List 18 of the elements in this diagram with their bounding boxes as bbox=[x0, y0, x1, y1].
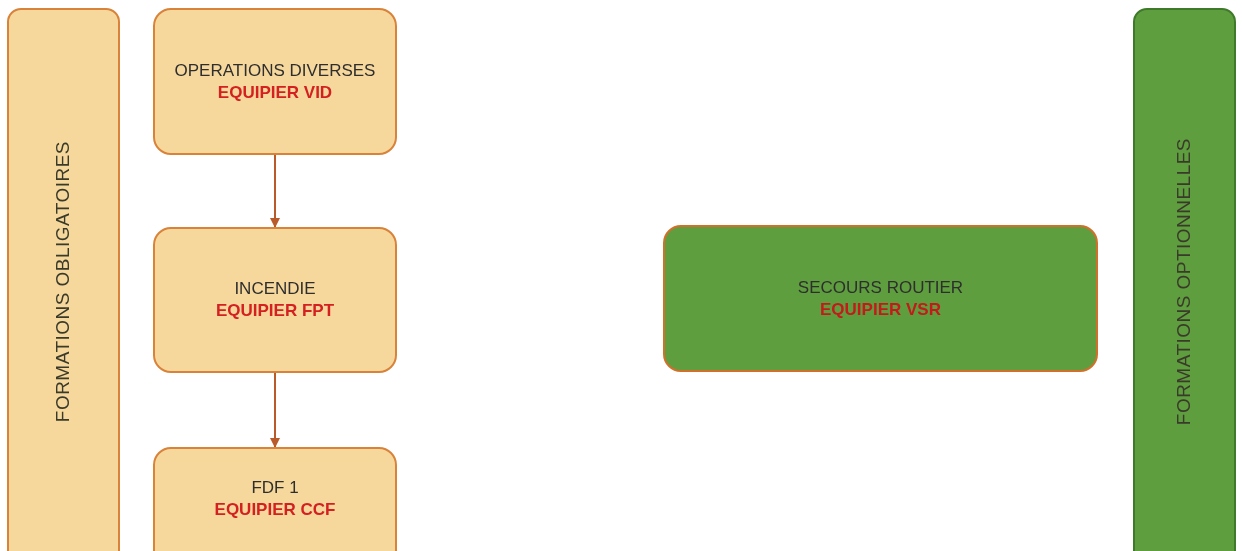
band-label: FORMATIONS OPTIONNELLES bbox=[1172, 137, 1196, 426]
process-box bbox=[153, 447, 397, 551]
box-subtitle: EQUIPIER CCF bbox=[214, 499, 336, 521]
process-box bbox=[153, 8, 397, 155]
arrow bbox=[270, 154, 280, 228]
box-subtitle: EQUIPIER VID bbox=[217, 81, 333, 104]
box-title: FDF 1 bbox=[251, 477, 299, 499]
box-subtitle: EQUIPIER FPT bbox=[215, 300, 335, 322]
vertical-band bbox=[7, 8, 120, 551]
arrow bbox=[270, 372, 280, 448]
vertical-band bbox=[1133, 8, 1236, 551]
box-subtitle: EQUIPIER VSR bbox=[820, 298, 941, 321]
box-title: INCENDIE bbox=[234, 278, 316, 300]
box-title: OPERATIONS DIVERSES bbox=[174, 59, 376, 82]
band-label: FORMATIONS OBLIGATOIRES bbox=[51, 140, 75, 423]
box-title: SECOURS ROUTIER bbox=[797, 276, 964, 299]
process-box bbox=[663, 225, 1098, 372]
process-box bbox=[153, 227, 397, 373]
